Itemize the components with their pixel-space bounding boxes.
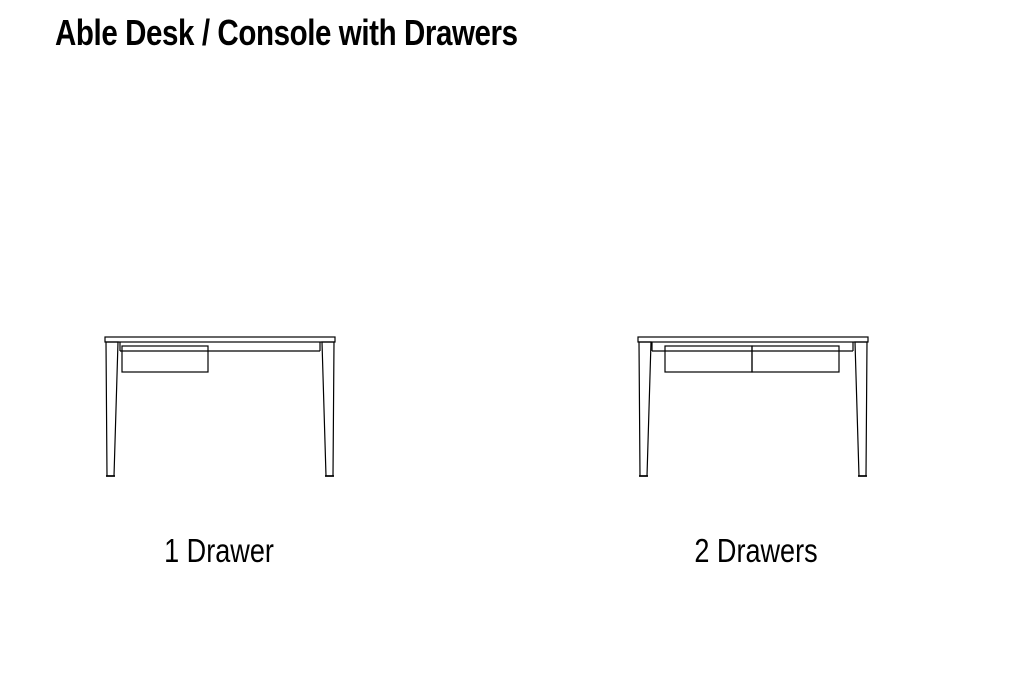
drawer-left	[664, 345, 753, 373]
desk-right-leg	[321, 341, 335, 477]
drawer	[121, 345, 209, 373]
desk-left-leg	[105, 341, 119, 477]
page-title: Able Desk / Console with Drawers	[55, 12, 518, 53]
desk-two-drawers-drawing	[637, 336, 869, 477]
desk-top	[637, 336, 869, 343]
desk-top	[104, 336, 336, 343]
desk-one-drawer-drawing	[104, 336, 336, 477]
drawer-right	[751, 345, 840, 373]
desk-left-leg	[638, 341, 652, 477]
caption-two-drawers: 2 Drawers	[694, 532, 818, 569]
desk-right-leg	[854, 341, 868, 477]
caption-one-drawer: 1 Drawer	[164, 532, 274, 569]
